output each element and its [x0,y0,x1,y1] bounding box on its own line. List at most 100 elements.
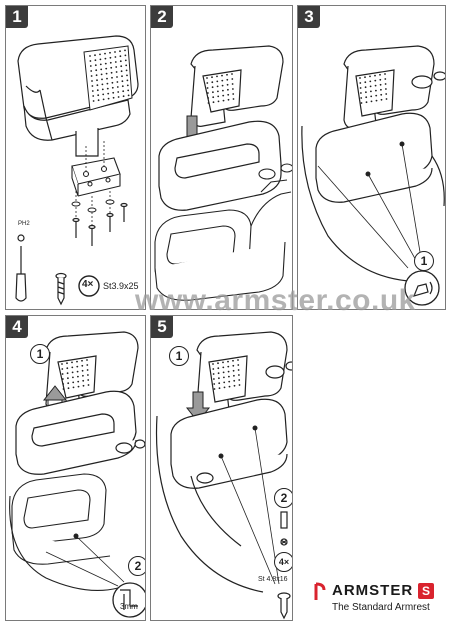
pad-dot [374,74,376,77]
pad-dot [120,65,123,68]
pad-dot [231,78,234,80]
pad-dot [370,100,373,103]
pad-dot [121,75,123,78]
step-1-panel: 1 [5,5,146,310]
pad-dot [109,61,112,64]
pad-dot [66,362,68,365]
pad-dot [114,51,116,53]
pad-dot [206,77,208,79]
pad-dot [110,66,113,69]
pad-dot [95,74,98,77]
pad-dot [61,373,64,375]
pad-dot [232,364,235,367]
step-5-panel: 5 [150,315,293,621]
pad-dot [77,375,79,378]
pad-dot [104,52,106,55]
pad-dot [233,374,235,377]
pad-dot [385,93,388,95]
pad-dot [212,91,214,94]
pad-dot [227,365,230,368]
pad-dot [115,71,118,73]
pad-dot [379,83,382,86]
pad-dot [216,75,218,78]
pad-dot [86,359,88,361]
pad-dot [364,76,366,79]
tool-label: PH2 [18,221,30,227]
pad-dot [365,96,368,99]
pad-dot [212,96,215,99]
pad-dot [207,92,209,94]
pad-dot [96,84,99,87]
pad-dot [81,369,84,372]
pad-dot [105,67,108,70]
pad-dot [81,359,83,362]
pad-dot [99,63,102,66]
pad-dot [62,378,64,380]
pad-dot [67,377,69,380]
pad-dot [104,62,107,65]
pad-dot [359,77,361,79]
brand-tagline: The Standard Armrest [332,602,430,613]
pad-dot [232,369,235,372]
pad-dot [87,384,90,386]
pad-dot [91,80,93,82]
pad-dot [216,80,219,83]
screw-icon [55,272,67,306]
pad-dot [119,55,122,58]
pad-dot [375,89,377,92]
pad-dot [232,359,234,362]
pad-dot [385,98,388,100]
pad-dot [71,366,74,369]
pad-dot [102,98,105,101]
pad-dot [228,385,231,388]
washer-icon [71,199,115,213]
pad-dot [81,364,84,367]
pad-dot [221,79,224,82]
pad-dot [91,85,94,87]
pad-dot [122,95,125,98]
pad-dot [221,84,224,87]
pad-dot [238,384,241,386]
pad-dot [87,374,89,376]
pad-dot [124,49,126,52]
pad-dot [104,57,107,60]
pad-dot [99,53,101,56]
pad-dot [119,60,122,63]
pad-dot [126,79,129,82]
pad-dot [369,75,371,78]
pad-dot [100,68,103,71]
pad-dot [89,65,92,67]
pad-dot [121,85,124,88]
pad-dot [238,374,240,376]
pad-dot [237,369,240,371]
pad-dot [121,80,124,83]
pad-dot [101,78,103,81]
console-icon [158,120,282,211]
callout-2: 2 [274,488,292,508]
screw-qty: 4× [82,279,94,290]
pad-dot [82,374,84,377]
pad-dot [211,86,214,89]
callout-2: 2 [128,556,145,576]
pad-dot [82,384,85,387]
pad-dot [207,102,210,104]
brand-badge: S [418,583,434,599]
callout-1: 1 [30,344,50,364]
pad-dot [379,73,381,76]
pad-dot [227,370,230,373]
pad-dot [106,87,109,90]
pad-dot [375,99,378,102]
pad-dot [107,97,110,100]
pad-dot [217,100,220,103]
pad-dot [124,59,127,62]
pad-dot [370,95,373,98]
pad-dot [66,372,69,375]
dotted-pad-icon [83,45,133,111]
pad-dot [223,386,226,389]
pad-dot [369,85,372,88]
step-number: 5 [151,316,173,338]
pad-dot [385,88,387,90]
armrest-installed-illustration [301,45,445,306]
callout-1: 1 [414,251,434,271]
step-number: 3 [298,6,320,28]
